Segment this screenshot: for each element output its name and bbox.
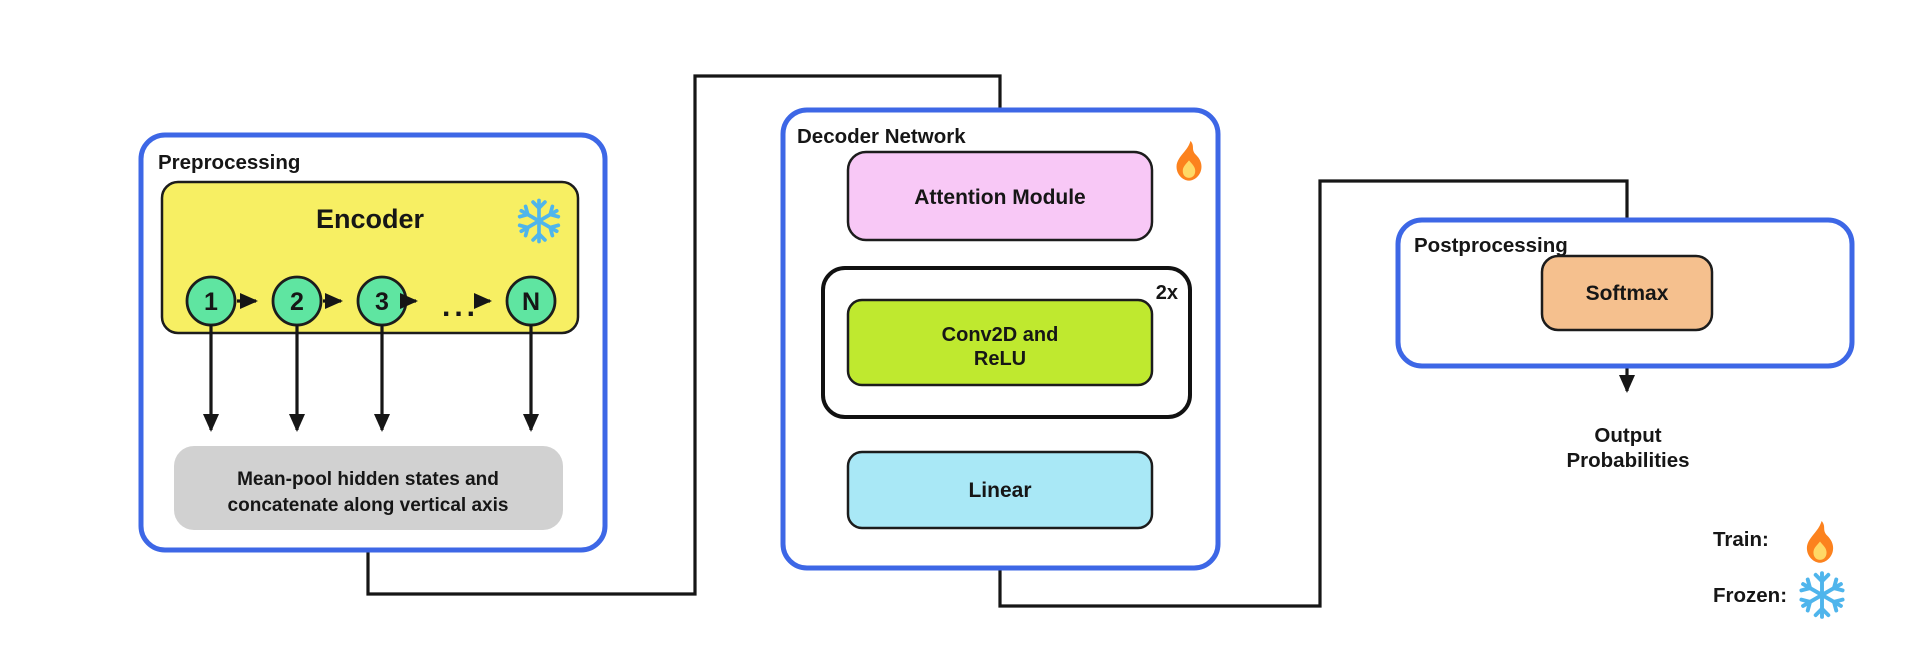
encoder-node-1-label: 1: [204, 288, 218, 316]
hidden-state-arrows: [203, 325, 539, 432]
encoder-label: Encoder: [316, 204, 425, 234]
attention-label: Attention Module: [914, 186, 1085, 209]
encoder-node-3-label: 3: [375, 288, 389, 316]
legend-frozen-label: Frozen:: [1713, 584, 1787, 607]
encoder-node-n-label: N: [522, 288, 540, 316]
output-label: Output Probabilities: [1566, 424, 1689, 472]
preprocessing-title: Preprocessing: [158, 151, 300, 174]
preprocessing-section: Preprocessing Encoder 1 2 3 N ...: [138, 132, 608, 553]
meanpool-box: [174, 446, 563, 530]
snowflake-icon: [1800, 573, 1844, 617]
decoder-section: Decoder Network Attention Module 2x Conv…: [780, 107, 1221, 571]
encoder-ellipsis: ...: [442, 290, 479, 323]
repeat-block: [821, 266, 1192, 419]
encoder-to-decoder-connector: [366, 74, 1008, 596]
softmax-box: [1540, 254, 1714, 332]
output-label-line1: Output: [1594, 424, 1661, 447]
softmax-label: Softmax: [1586, 282, 1669, 305]
meanpool-label-line2: concatenate along vertical axis: [228, 495, 509, 516]
legend: Train: Frozen:: [1713, 520, 1844, 617]
postprocessing-title: Postprocessing: [1414, 234, 1568, 257]
conv-label-line1: Conv2D and: [942, 324, 1059, 346]
encoder-node-2-label: 2: [290, 288, 304, 316]
decoder-title: Decoder Network: [797, 125, 966, 148]
conv-box: [846, 298, 1154, 387]
linear-label: Linear: [968, 479, 1031, 502]
linear-box: [846, 450, 1154, 530]
conv-label-line2: ReLU: [974, 348, 1026, 370]
legend-train-label: Train:: [1713, 528, 1769, 551]
attention-box: [846, 150, 1154, 242]
meanpool-label-line1: Mean-pool hidden states and: [237, 469, 499, 490]
decoder-to-softmax-connector: [998, 179, 1635, 608]
fire-icon: [1806, 520, 1834, 563]
repeat-label: 2x: [1156, 282, 1178, 304]
output-label-line2: Probabilities: [1566, 449, 1689, 472]
postprocessing-section: Postprocessing Softmax: [1395, 217, 1855, 369]
